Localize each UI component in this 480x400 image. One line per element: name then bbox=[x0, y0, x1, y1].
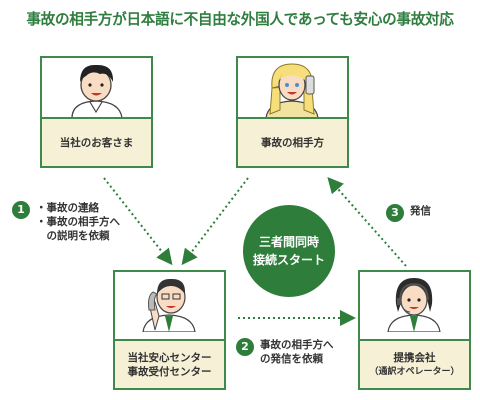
step-2-text: 事故の相手方へ の発信を依頼 bbox=[260, 338, 334, 366]
step-1: 1 ・事故の連絡 ・事故の相手方へ の説明を依頼 bbox=[12, 201, 120, 243]
step-3-text: 発信 bbox=[410, 204, 431, 218]
customer-label: 当社のお客さま bbox=[42, 117, 151, 166]
step-1-line: ・事故の相手方へ bbox=[36, 216, 120, 228]
circle-line1: 三者間同時 bbox=[258, 235, 319, 249]
circle-line2: 接続スタート bbox=[252, 253, 325, 267]
arrow-other-to-center bbox=[181, 177, 249, 266]
safety-center-line1: 当社安心センター bbox=[127, 351, 212, 364]
step-2-number: 2 bbox=[236, 338, 254, 356]
step-1-line: の説明を依頼 bbox=[36, 230, 110, 242]
other-party-illustration bbox=[238, 58, 347, 118]
step-2: 2 事故の相手方へ の発信を依頼 bbox=[236, 338, 334, 366]
safety-center-line2: 事故受付センター bbox=[127, 365, 212, 378]
diagram-title: 事故の相手方が日本語に不自由な外国人であっても安心の事故対応 bbox=[26, 11, 454, 28]
step-2-line: 事故の相手方へ bbox=[260, 339, 334, 351]
interpreter-illustration bbox=[360, 272, 469, 332]
step-1-number: 1 bbox=[12, 201, 30, 219]
customer-illustration bbox=[42, 58, 151, 118]
partner-line1: 提携会社 bbox=[393, 351, 436, 364]
operator-illustration bbox=[115, 272, 224, 332]
partner-line2: （通訳オペレーター） bbox=[369, 366, 460, 377]
step-1-line: ・事故の連絡 bbox=[36, 202, 99, 214]
other-party-card: 事故の相手方 bbox=[236, 56, 349, 168]
step-3: 3 発信 bbox=[386, 204, 431, 222]
other-party-label: 事故の相手方 bbox=[238, 117, 347, 166]
step-1-text: ・事故の連絡 ・事故の相手方へ の説明を依頼 bbox=[36, 201, 120, 243]
safety-center-card: 当社安心センター 事故受付センター bbox=[113, 270, 226, 390]
arrow-partner-to-other bbox=[327, 177, 407, 267]
step-2-line: の発信を依頼 bbox=[260, 353, 323, 365]
partner-card: 提携会社 （通訳オペレーター） bbox=[358, 270, 471, 390]
partner-label: 提携会社 （通訳オペレーター） bbox=[360, 339, 469, 388]
customer-card: 当社のお客さま bbox=[40, 56, 153, 168]
step-3-number: 3 bbox=[386, 204, 404, 222]
three-way-connection-circle: 三者間同時 接続スタート bbox=[243, 205, 335, 297]
safety-center-label: 当社安心センター 事故受付センター bbox=[115, 339, 224, 388]
step-3-line: 発信 bbox=[410, 205, 431, 217]
